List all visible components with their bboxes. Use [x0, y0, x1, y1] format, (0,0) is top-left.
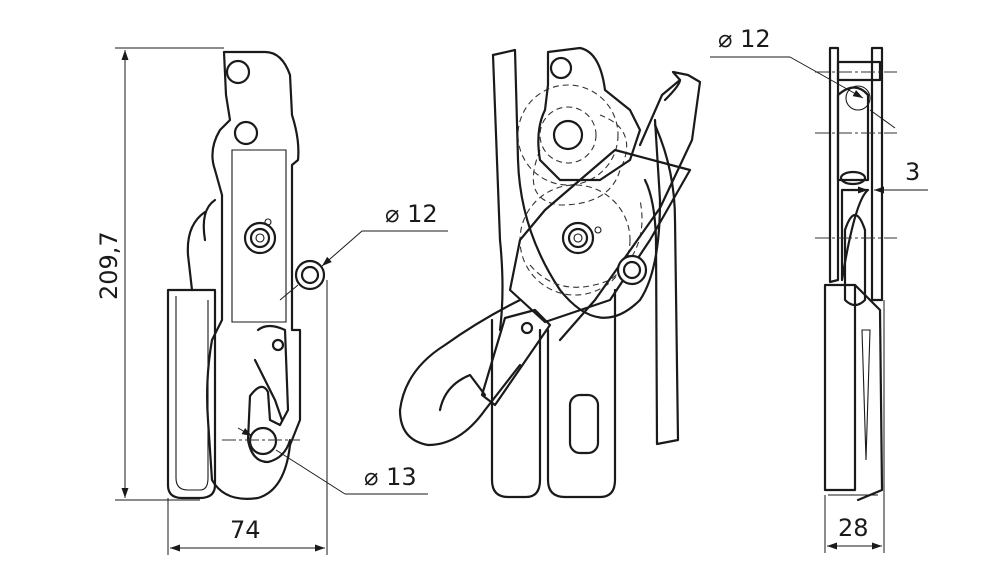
dimension-pin-diameter-side: ⌀ 12	[718, 25, 771, 53]
front-view	[166, 50, 326, 500]
dimension-plate-thickness: 3	[905, 158, 920, 186]
dimension-hook-diameter: ⌀ 13	[364, 463, 417, 491]
dimension-width-side: 28	[838, 514, 869, 542]
side-dimensions: ⌀ 12 3 28	[710, 25, 928, 553]
open-view	[398, 46, 702, 499]
side-view	[815, 46, 897, 502]
dimension-height: 209,7	[95, 231, 123, 300]
front-dimensions: 209,7 74 ⌀ 12 ⌀ 13	[95, 47, 448, 555]
dimension-pin-diameter-front: ⌀ 12	[385, 200, 438, 228]
dimension-width-front: 74	[230, 516, 261, 544]
